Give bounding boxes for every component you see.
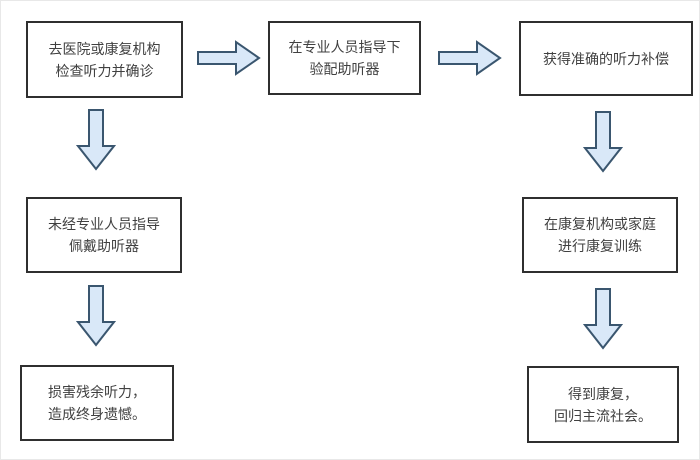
node-text-line: 验配助听器	[309, 61, 380, 77]
flow-node-check-hearing: 去医院或康复机构 检查听力并确诊	[26, 21, 183, 98]
node-text-line: 佩戴助听器	[69, 238, 139, 254]
node-text-line: 未经专业人员指导	[48, 216, 160, 232]
arrow-down-icon	[76, 109, 116, 171]
node-text-line: 得到康复，	[568, 385, 638, 402]
arrow-down-icon	[76, 285, 116, 347]
flow-node-rehab-training: 在康复机构或家庭 进行康复训练	[522, 197, 678, 273]
flow-node-recovery: 得到康复， 回归主流社会。	[527, 366, 679, 443]
node-text-line: 损害残余听力，	[48, 384, 146, 400]
arrow-down-icon	[583, 288, 623, 350]
flow-node-damage-residual-hearing: 损害残余听力， 造成终身遗憾。	[20, 365, 174, 441]
flow-node-no-professional-guidance: 未经专业人员指导 佩戴助听器	[26, 197, 182, 273]
flow-node-professional-fitting: 在专业人员指导下 验配助听器	[268, 21, 421, 95]
flow-node-accurate-compensation: 获得准确的听力补偿	[519, 21, 693, 96]
node-text-line: 进行康复训练	[558, 238, 642, 254]
node-text-line: 在专业人员指导下	[288, 39, 401, 55]
arrow-right-icon	[438, 40, 502, 76]
node-text-line: 去医院或康复机构	[48, 40, 161, 57]
arrow-down-icon	[583, 111, 623, 173]
arrow-right-icon	[197, 40, 261, 76]
node-text-line: 回归主流社会。	[554, 407, 652, 424]
node-text-line: 获得准确的听力补偿	[543, 50, 669, 67]
node-text-line: 造成终身遗憾。	[48, 406, 146, 422]
node-text-line: 在康复机构或家庭	[544, 216, 656, 232]
node-text-line: 检查听力并确诊	[55, 62, 154, 79]
